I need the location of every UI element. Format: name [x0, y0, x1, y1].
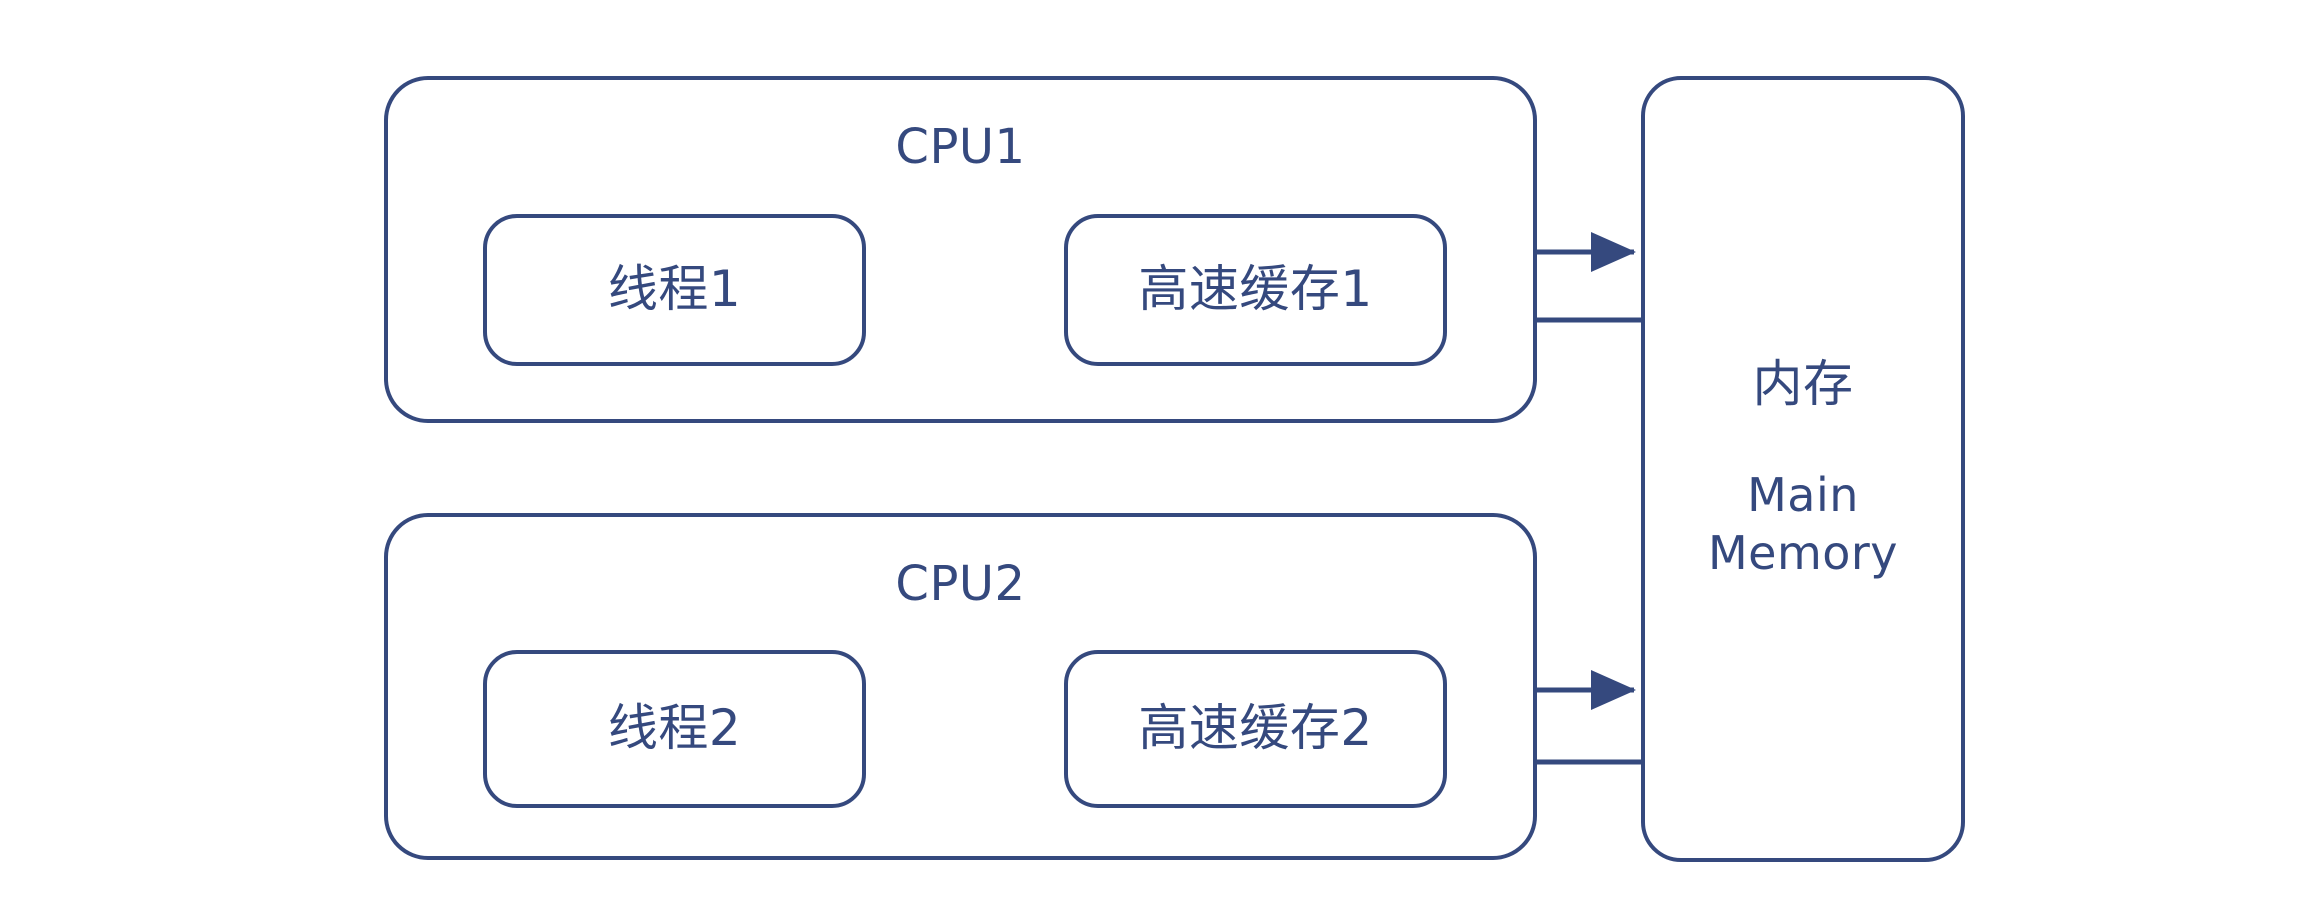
cache1-label: 高速缓存1: [1138, 260, 1373, 319]
main-memory-label-cn: 内存: [1752, 354, 1854, 413]
thread1-box[interactable]: 线程1: [483, 214, 866, 366]
main-memory-label-en-line2: Memory: [1707, 525, 1899, 580]
main-memory-label-en-line1: Main: [1747, 468, 1859, 523]
cache2-label: 高速缓存2: [1138, 699, 1373, 758]
cache2-box[interactable]: 高速缓存2: [1064, 650, 1447, 808]
thread2-label: 线程2: [607, 699, 742, 758]
cache1-box[interactable]: 高速缓存1: [1064, 214, 1447, 366]
cpu1-title: CPU1: [895, 119, 1026, 175]
main-memory-box[interactable]: 内存 Main Memory: [1641, 76, 1965, 862]
thread1-label: 线程1: [607, 260, 742, 319]
cpu2-title: CPU2: [895, 556, 1026, 612]
thread2-box[interactable]: 线程2: [483, 650, 866, 808]
